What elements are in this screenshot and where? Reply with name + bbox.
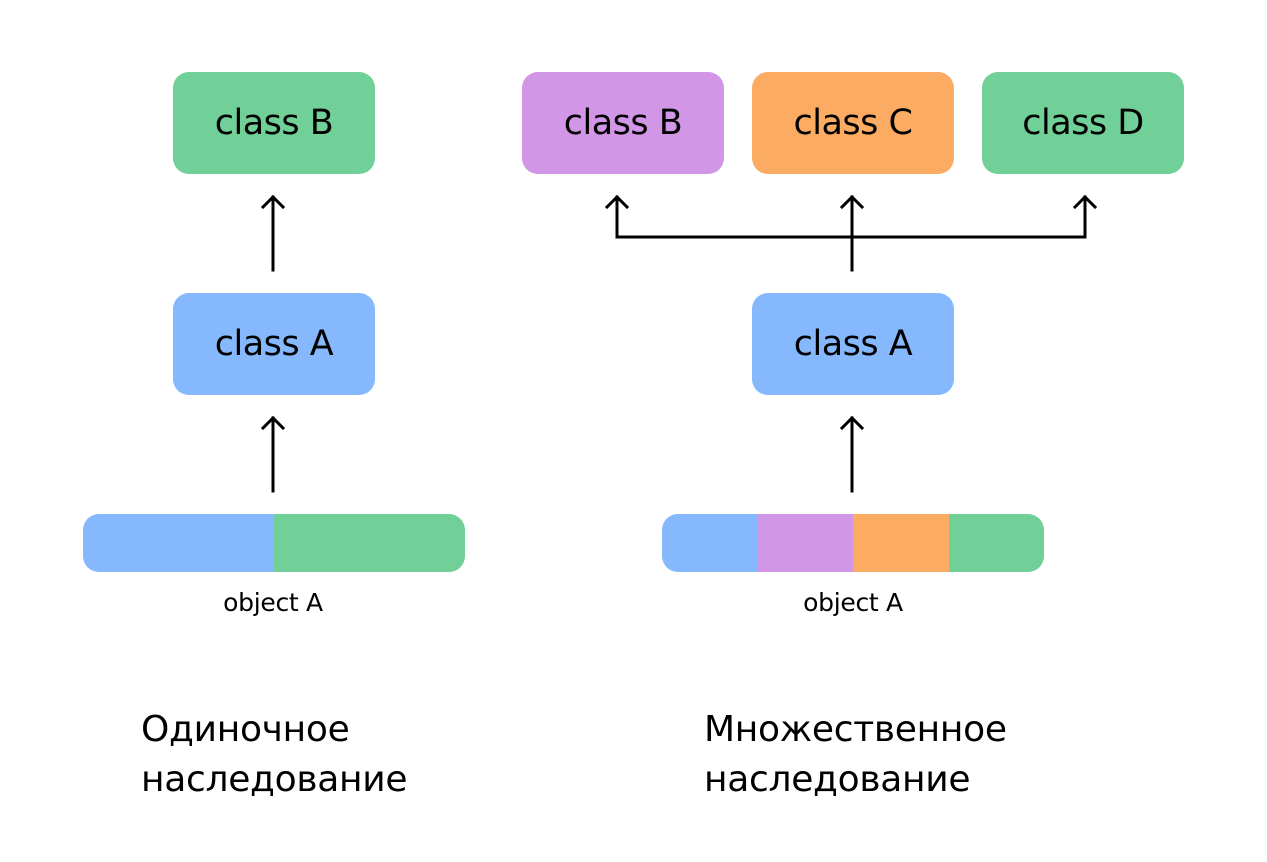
arrow-single-object-to-a (260, 415, 286, 493)
multiple-object-bar (662, 514, 1044, 572)
class-label: class D (1022, 103, 1144, 143)
object-segment-orange (853, 514, 949, 572)
multiple-class-c: class C (752, 72, 954, 174)
class-label: class C (793, 103, 913, 143)
object-segment-blue (662, 514, 758, 572)
single-class-b: class B (173, 72, 375, 174)
multiple-class-a: class A (752, 293, 954, 395)
arrow-multiple-branch (604, 194, 1098, 272)
object-segment-green (948, 514, 1044, 572)
single-title-line1: Одиночное (141, 709, 350, 750)
single-title: Одиночное наследование (141, 705, 408, 805)
object-segment-green (274, 514, 465, 572)
single-title-line2: наследование (141, 759, 408, 800)
class-label: class B (214, 103, 334, 143)
object-segment-purple (757, 514, 853, 572)
multiple-title-line2: наследование (704, 759, 971, 800)
multiple-class-d: class D (982, 72, 1184, 174)
multiple-title-line1: Множественное (704, 709, 1007, 750)
single-class-a: class A (173, 293, 375, 395)
multiple-class-b: class B (522, 72, 724, 174)
class-label: class A (214, 324, 334, 364)
multiple-title: Множественное наследование (704, 705, 1007, 805)
object-segment-blue (83, 514, 274, 572)
single-object-label: object A (223, 588, 323, 617)
class-label: class A (793, 324, 913, 364)
single-object-bar (83, 514, 465, 572)
arrow-single-a-to-b (260, 194, 286, 272)
class-label: class B (563, 103, 683, 143)
arrow-multiple-object-to-a (839, 415, 865, 493)
multiple-object-label: object A (803, 588, 903, 617)
